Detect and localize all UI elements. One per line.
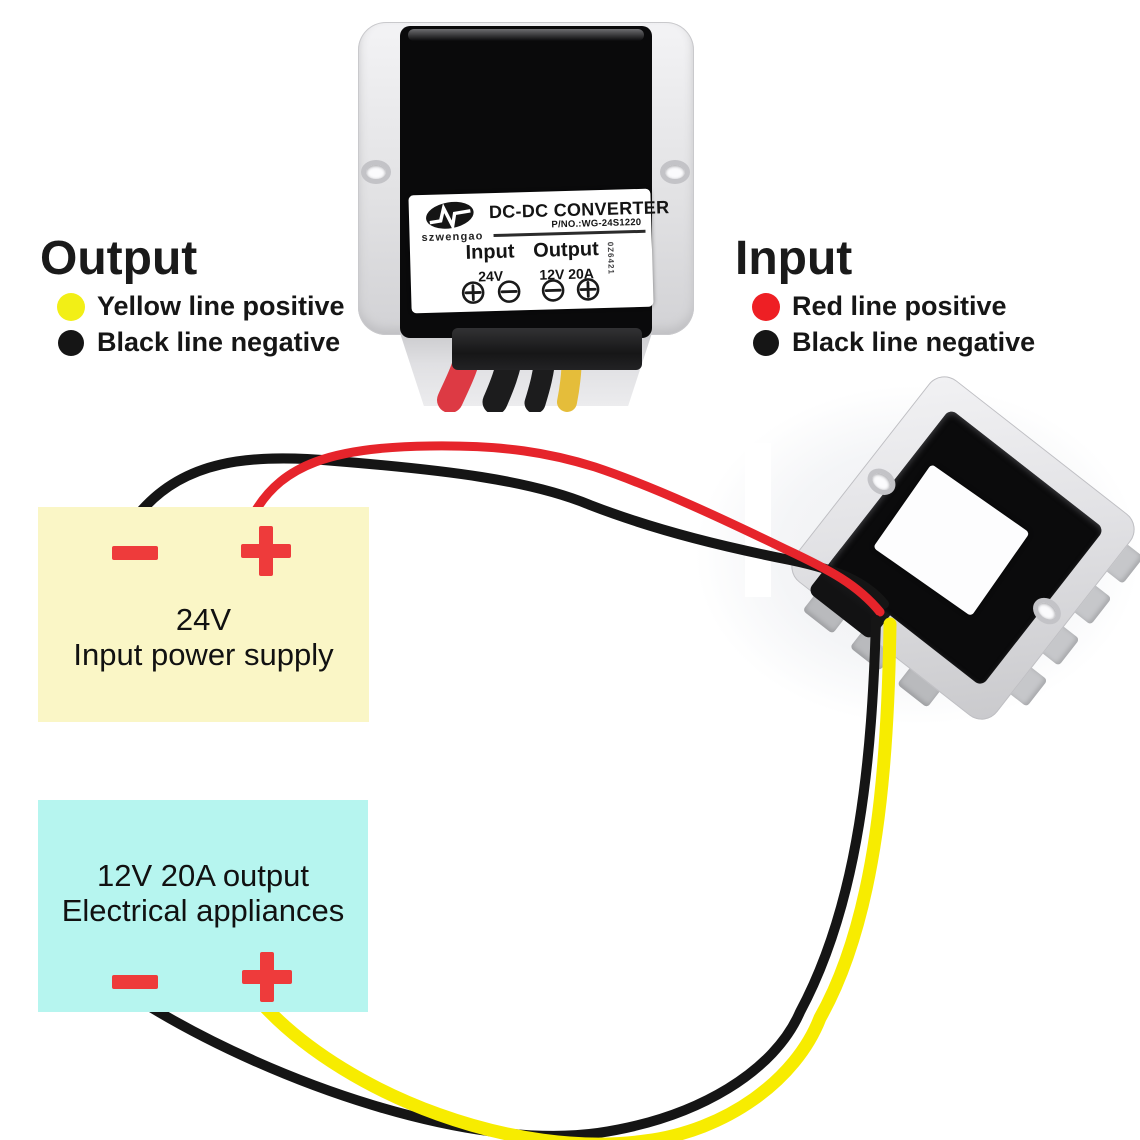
label-output-title: Output [532, 238, 600, 262]
terminal-plus-icon [576, 278, 600, 301]
output-legend-title: Output [40, 232, 198, 285]
supply-box-line2: Input power supply [73, 637, 334, 672]
minus-icon [112, 975, 158, 989]
legend-item: Yellow line positive [56, 290, 390, 323]
legend-item: Red line positive [751, 290, 1085, 323]
legend-item-label: Black line negative [792, 327, 1036, 357]
black-dot-icon [753, 329, 779, 356]
legend-item-label: Yellow line positive [97, 291, 345, 321]
input-legend-title: Input [735, 232, 853, 285]
photo-edge-strip [745, 443, 771, 597]
mounting-hole-icon [361, 160, 391, 184]
output-legend: Output Yellow line positive Black line n… [40, 231, 390, 359]
plus-icon [241, 526, 291, 576]
serial-number: 0Z6421 [605, 241, 616, 276]
legend-item-label: Red line positive [792, 291, 1007, 321]
terminal-plus-icon [461, 281, 485, 304]
legend-item: Black line negative [751, 326, 1085, 359]
input-power-supply-box: 24V Input power supply [38, 507, 369, 722]
supply-box-text: 24V Input power supply [38, 602, 369, 672]
black-dot-icon [58, 329, 84, 356]
load-box-text: 12V 20A output Electrical appliances [38, 858, 368, 928]
legend-item-label: Black line negative [97, 327, 341, 357]
plus-icon [242, 952, 292, 1002]
device-label: szwengao DC-DC CONVERTER P/NO.:WG-24S122… [408, 188, 670, 314]
brand-logo-icon [426, 201, 474, 232]
input-legend: Input Red line positive Black line negat… [735, 231, 1085, 359]
wire-connector [452, 328, 642, 370]
load-box-line2: Electrical appliances [61, 893, 345, 928]
output-load-box: 12V 20A output Electrical appliances [38, 800, 368, 1012]
converter-top-photo: szwengao DC-DC CONVERTER P/NO.:WG-24S122… [358, 20, 694, 412]
red-dot-icon [752, 292, 780, 321]
supply-box-line1: 24V [175, 602, 232, 637]
terminal-screws [461, 278, 600, 304]
mounting-hole-icon [660, 160, 690, 184]
load-box-line1: 12V 20A output [96, 858, 310, 893]
terminal-minus-icon [497, 280, 521, 303]
legend-item: Black line negative [56, 326, 390, 359]
minus-icon [112, 546, 158, 560]
terminal-minus-icon [541, 279, 565, 302]
label-input-title: Input [465, 240, 515, 264]
yellow-dot-icon [57, 292, 85, 321]
